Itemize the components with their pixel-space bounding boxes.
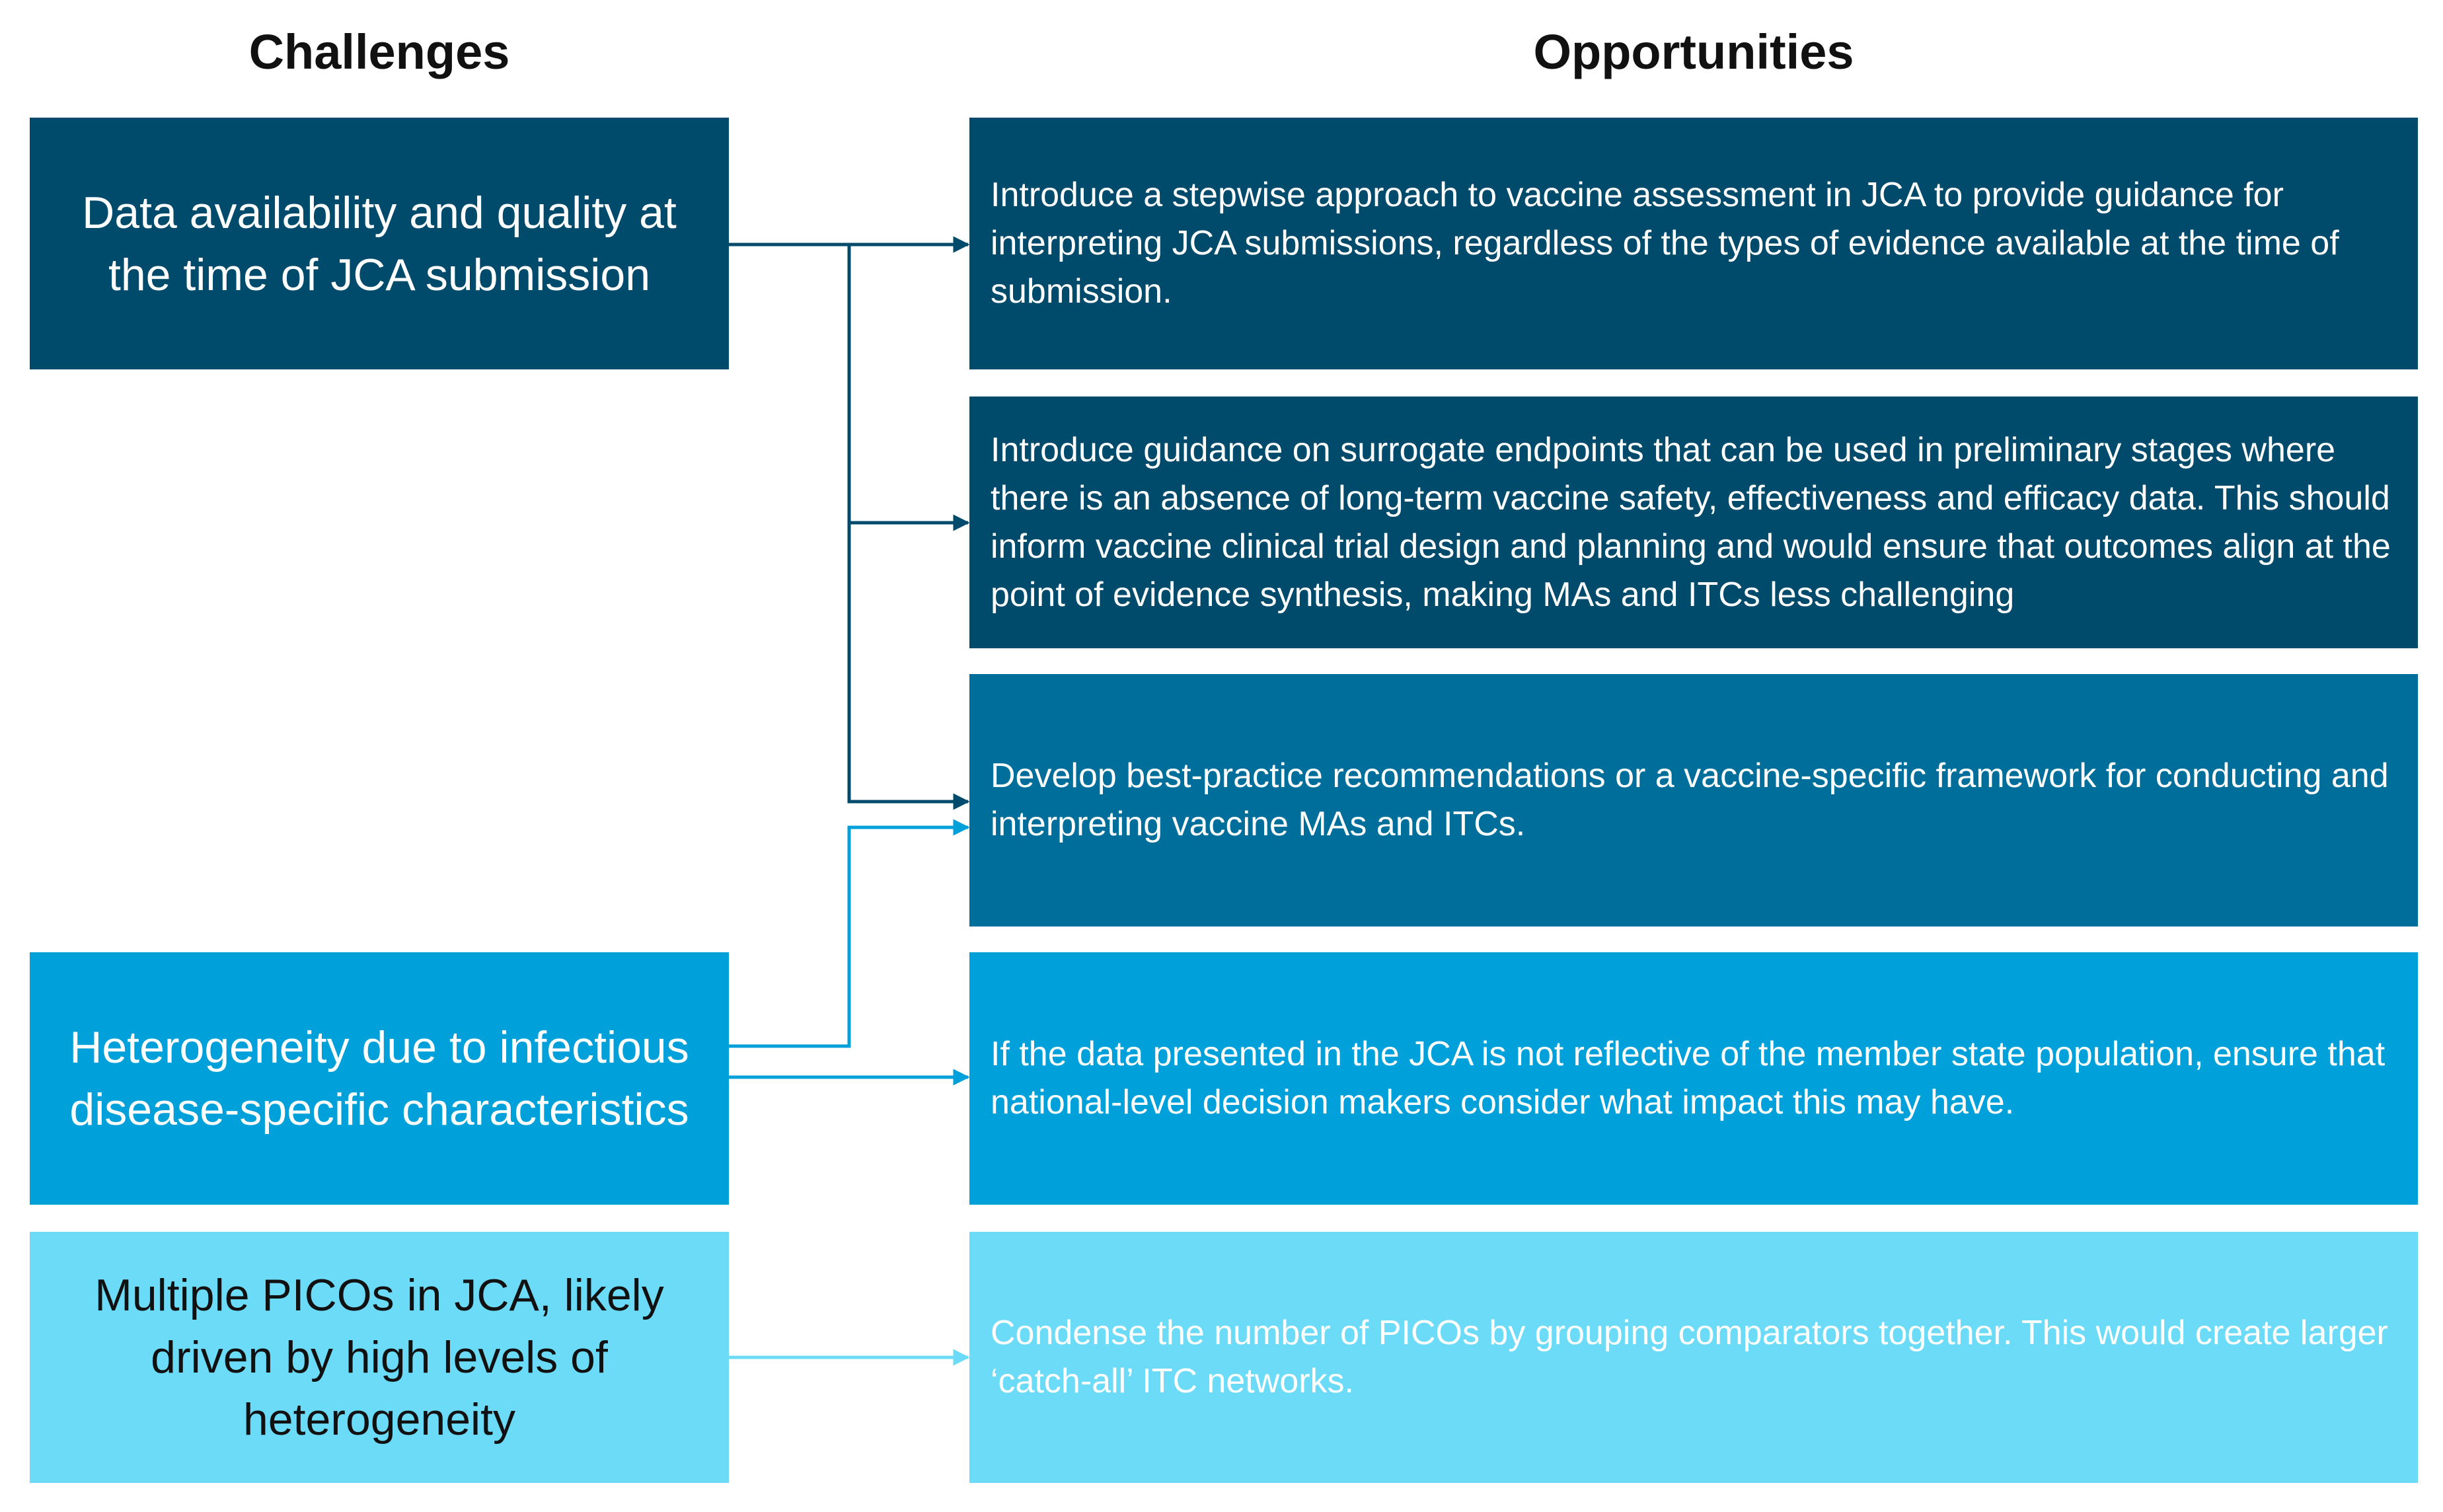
- challenge-heterogeneity-text: Heterogeneity due to infectious disease-…: [69, 1022, 689, 1135]
- challenges-heading: Challenges: [248, 24, 510, 79]
- arrow-data-to-best-practice: [847, 523, 970, 810]
- challenge-heterogeneity-box: Heterogeneity due to infectious disease-…: [30, 952, 729, 1205]
- opportunity-member-state-box: If the data presented in the JCA is not …: [969, 952, 2418, 1205]
- arrow-heterogeneity-to-best-practice: [729, 819, 970, 1048]
- challenge-multiple-picos-box: Multiple PICOs in JCA, likely driven by …: [30, 1232, 729, 1483]
- opportunities-heading: Opportunities: [1533, 24, 1854, 79]
- opportunity-condense-picos-text: Condense the number of PICOs by grouping…: [991, 1314, 2388, 1400]
- challenge-multiple-picos-text: Multiple PICOs in JCA, likely driven by …: [94, 1270, 664, 1445]
- challenge-data-availability-box: Data availability and quality at the tim…: [30, 118, 729, 369]
- opportunity-stepwise-approach-box: Introduce a stepwise approach to vaccine…: [969, 118, 2418, 369]
- challenge-data-availability-text: Data availability and quality at the tim…: [82, 187, 677, 300]
- arrow-data-to-surrogate: [847, 245, 970, 531]
- opportunity-member-state-text: If the data presented in the JCA is not …: [991, 1035, 2386, 1121]
- opportunity-surrogate-endpoints-text: Introduce guidance on surrogate endpoint…: [991, 430, 2391, 614]
- opportunity-best-practice-text: Develop best-practice recommendations or…: [991, 757, 2389, 843]
- opportunity-condense-picos-box: Condense the number of PICOs by grouping…: [969, 1232, 2418, 1483]
- opportunity-stepwise-approach-text: Introduce a stepwise approach to vaccine…: [991, 176, 2339, 311]
- opportunity-surrogate-endpoints-box: Introduce guidance on surrogate endpoint…: [969, 397, 2418, 648]
- opportunity-best-practice-box: Develop best-practice recommendations or…: [969, 674, 2418, 926]
